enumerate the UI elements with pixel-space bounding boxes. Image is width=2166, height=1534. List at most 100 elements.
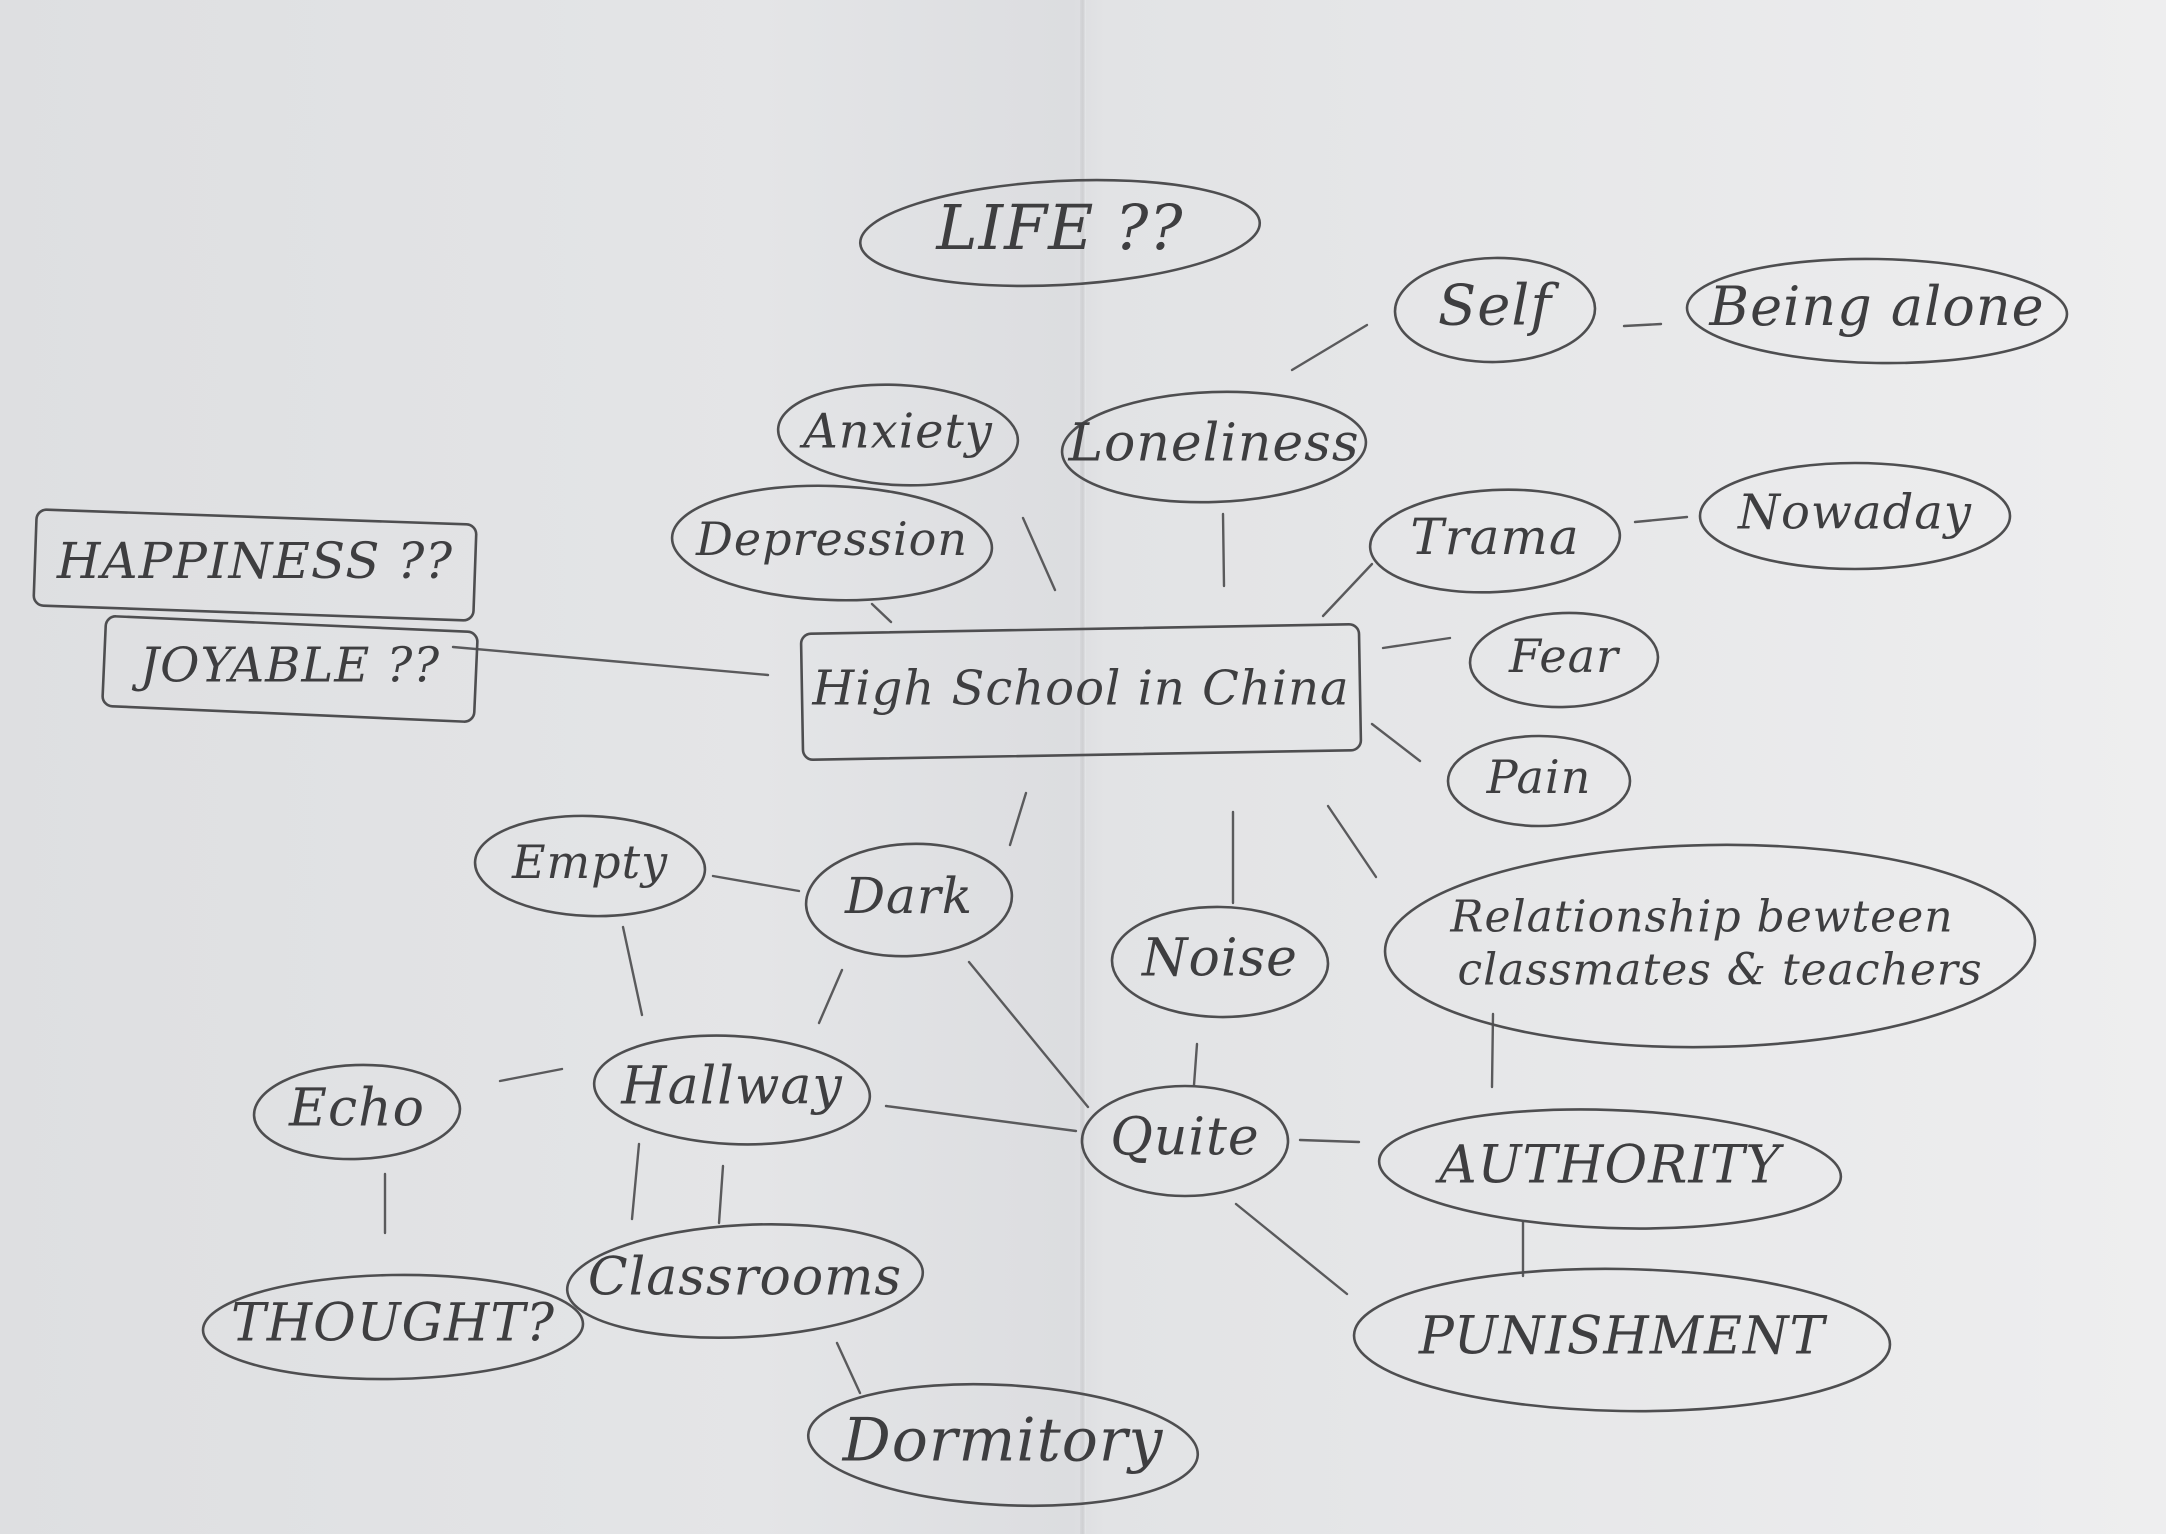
- node-dark: Dark: [804, 842, 1014, 958]
- node-anxiety-label: Anxiety: [799, 404, 993, 460]
- node-echo-label: Echo: [288, 1079, 425, 1139]
- edge-self-being-alone: [1622, 322, 1663, 328]
- node-fear-outline: [1468, 611, 1660, 709]
- node-trama-outline: [1368, 488, 1622, 594]
- node-dark-label: Dark: [844, 867, 973, 925]
- node-being-alone-outline: [1685, 257, 2069, 365]
- node-quite: Quite: [1080, 1084, 1290, 1198]
- edge-depression-high-school: [870, 602, 893, 624]
- node-loneliness-outline: [1060, 390, 1368, 504]
- node-self-label: Self: [1438, 274, 1560, 339]
- node-happiness: HAPPINESS ??: [32, 508, 478, 622]
- node-nowaday: Nowaday: [1698, 461, 2012, 571]
- edge-quite-authority: [1298, 1138, 1361, 1144]
- node-happiness-outline: [32, 508, 478, 622]
- edge-dark-quite: [967, 960, 1090, 1109]
- node-empty-label: Empty: [511, 835, 668, 889]
- node-pain: Pain: [1446, 734, 1632, 828]
- node-pain-outline: [1446, 734, 1632, 828]
- node-joyable: JOYABLE ??: [101, 615, 479, 723]
- node-joyable-outline: [101, 615, 479, 723]
- node-classrooms-label: Classrooms: [588, 1248, 902, 1308]
- edge-relationship-authority: [1490, 1012, 1495, 1089]
- node-nowaday-label: Nowaday: [1737, 485, 1972, 541]
- node-dark-outline: [804, 842, 1014, 958]
- node-authority-outline: [1377, 1108, 1843, 1230]
- edge-joyable-high-school: [451, 645, 770, 677]
- node-being-alone: Being alone: [1685, 257, 2069, 365]
- node-punishment-outline: [1352, 1267, 1892, 1413]
- node-echo-outline: [252, 1063, 462, 1161]
- node-trama-label: Trama: [1410, 508, 1579, 566]
- node-empty: Empty: [473, 814, 707, 918]
- edge-pain-high-school: [1370, 722, 1422, 763]
- node-quite-label: Quite: [1110, 1108, 1259, 1168]
- node-dormitory-label: Dormitory: [842, 1406, 1164, 1476]
- node-fear: Fear: [1468, 611, 1660, 709]
- node-punishment: PUNISHMENT: [1352, 1267, 1892, 1413]
- edge-dark-hallway: [817, 968, 844, 1025]
- node-punishment-label: PUNISHMENT: [1418, 1307, 1828, 1367]
- node-fear-label: Fear: [1508, 629, 1621, 683]
- node-depression: Depression: [670, 484, 994, 602]
- node-loneliness-label: Loneliness: [1068, 414, 1360, 474]
- edge-loneliness-self: [1290, 323, 1369, 372]
- node-authority-label: AUTHORITY: [1435, 1136, 1784, 1196]
- node-self: Self: [1393, 256, 1597, 364]
- edge-classrooms-dormitory: [835, 1341, 862, 1395]
- node-hallway-outline: [592, 1034, 872, 1146]
- node-depression-outline: [670, 484, 994, 602]
- edge-trama-nowaday: [1633, 515, 1689, 524]
- node-classrooms: Classrooms: [565, 1223, 925, 1339]
- node-life: LIFE ??: [858, 178, 1262, 288]
- node-high-school-label: High School in China: [811, 661, 1349, 717]
- edge-hallway-echo: [498, 1067, 564, 1083]
- edge-hallway-classrooms: [717, 1164, 725, 1225]
- edge-dark-high-school: [1008, 791, 1028, 847]
- node-being-alone-label: Being alone: [1708, 275, 2044, 338]
- node-loneliness: Loneliness: [1060, 390, 1368, 504]
- node-anxiety-outline: [776, 383, 1020, 487]
- node-life-outline: [858, 178, 1262, 288]
- edge-quite-punishment: [1234, 1202, 1349, 1296]
- node-anxiety: Anxiety: [776, 383, 1020, 487]
- node-high-school: High School in China: [799, 623, 1363, 761]
- node-life-label: LIFE ??: [935, 191, 1183, 264]
- node-classrooms-outline: [565, 1223, 925, 1339]
- edge-empty-hallway: [621, 925, 644, 1017]
- node-thought: THOUGHT?: [201, 1273, 585, 1381]
- node-noise: Noise: [1110, 905, 1330, 1019]
- node-hallway: Hallway: [592, 1034, 872, 1146]
- edge-trama-high-school: [1321, 562, 1374, 618]
- node-dormitory-outline: [806, 1382, 1200, 1508]
- edge-anxiety-high-school: [1021, 516, 1057, 592]
- node-pain-label: Pain: [1486, 750, 1592, 804]
- node-self-outline: [1393, 256, 1597, 364]
- node-empty-outline: [473, 814, 707, 918]
- node-echo: Echo: [252, 1063, 462, 1161]
- mind-map-edges: [383, 322, 1689, 1395]
- node-noise-label: Noise: [1140, 929, 1298, 989]
- node-quite-outline: [1080, 1084, 1290, 1198]
- node-authority: AUTHORITY: [1377, 1108, 1843, 1230]
- node-trama: Trama: [1368, 488, 1622, 594]
- node-thought-outline: [201, 1273, 585, 1381]
- edge-fear-high-school: [1381, 636, 1452, 650]
- edge-hallway-quite: [884, 1104, 1078, 1133]
- node-happiness-label: HAPPINESS ??: [56, 532, 453, 590]
- node-depression-label: Depression: [695, 512, 968, 566]
- node-joyable-label: JOYABLE ??: [131, 638, 440, 694]
- node-high-school-outline: [799, 623, 1363, 761]
- node-thought-label: THOUGHT?: [231, 1294, 555, 1354]
- node-noise-outline: [1110, 905, 1330, 1019]
- node-dormitory: Dormitory: [806, 1382, 1200, 1508]
- paper-fold: [1080, 0, 1086, 1534]
- edge-hallway-classrooms: [630, 1142, 641, 1221]
- node-relationship-outline: [1383, 843, 2037, 1049]
- edge-empty-dark: [711, 874, 801, 893]
